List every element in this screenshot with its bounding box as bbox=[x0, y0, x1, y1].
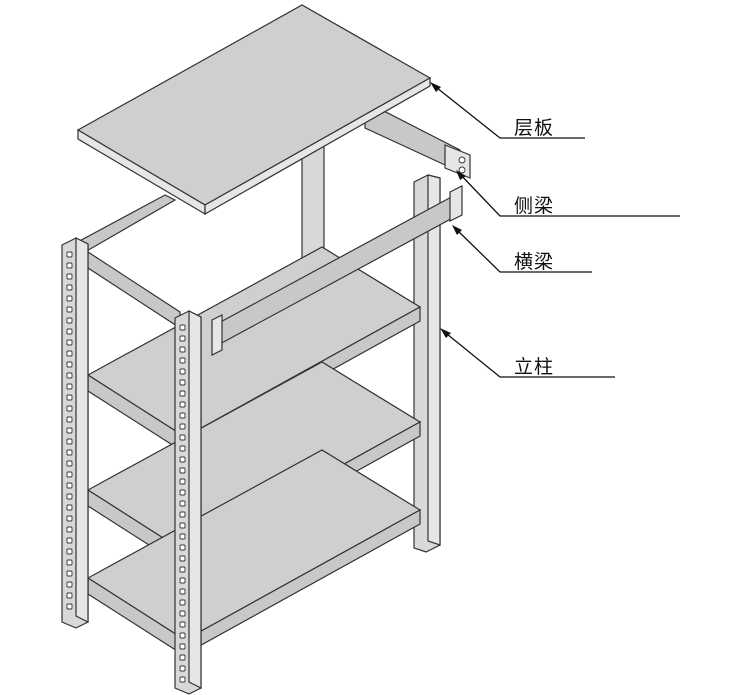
slot-hole bbox=[179, 632, 186, 639]
slot-hole bbox=[66, 251, 73, 258]
slot-hole bbox=[66, 295, 73, 302]
label-side-beam: 侧梁 bbox=[514, 195, 555, 217]
slot-hole bbox=[66, 449, 73, 456]
slot-hole bbox=[179, 599, 186, 606]
slot-hole bbox=[179, 588, 186, 595]
slot-hole bbox=[179, 676, 186, 683]
slot-hole bbox=[66, 537, 73, 544]
slot-hole bbox=[179, 346, 186, 353]
slot-hole bbox=[179, 643, 186, 650]
slot-hole bbox=[179, 522, 186, 529]
slot-hole bbox=[66, 548, 73, 555]
shelf-level-3 bbox=[86, 449, 422, 658]
slot-hole bbox=[179, 445, 186, 452]
slot-hole bbox=[66, 592, 73, 599]
side-beam-part bbox=[364, 107, 471, 179]
label-upright: 立柱 bbox=[514, 356, 555, 378]
slot-hole bbox=[179, 324, 186, 331]
back-right-upright bbox=[413, 174, 441, 553]
slot-hole bbox=[66, 493, 73, 500]
slot-hole bbox=[179, 621, 186, 628]
slot-hole bbox=[179, 379, 186, 386]
slot-hole bbox=[179, 357, 186, 364]
slot-hole bbox=[179, 412, 186, 419]
slot-hole bbox=[66, 350, 73, 357]
slot-hole bbox=[179, 368, 186, 375]
slot-hole bbox=[179, 654, 186, 661]
slot-hole bbox=[66, 405, 73, 412]
leader-cross-beam bbox=[453, 226, 592, 273]
slot-hole bbox=[66, 306, 73, 313]
slot-hole bbox=[179, 489, 186, 496]
slot-hole bbox=[66, 515, 73, 522]
slot-hole bbox=[179, 335, 186, 342]
slot-hole bbox=[66, 328, 73, 335]
slot-hole bbox=[179, 544, 186, 551]
slot-hole bbox=[66, 438, 73, 445]
slot-hole bbox=[66, 394, 73, 401]
arrow-icon bbox=[440, 328, 451, 338]
top-shelf-board bbox=[76, 4, 432, 216]
leader-lines bbox=[431, 83, 680, 378]
arrow-icon bbox=[456, 170, 466, 180]
slot-hole bbox=[66, 339, 73, 346]
slot-hole bbox=[179, 456, 186, 463]
slot-hole bbox=[66, 526, 73, 533]
leader-shelf-board bbox=[431, 83, 585, 139]
arrow-icon bbox=[452, 225, 462, 235]
slot-hole bbox=[179, 500, 186, 507]
slot-hole bbox=[179, 401, 186, 408]
label-cross-beam: 横梁 bbox=[514, 251, 555, 273]
slot-hole bbox=[179, 566, 186, 573]
arrowheads bbox=[430, 82, 466, 338]
slot-hole bbox=[179, 555, 186, 562]
front-right-upright bbox=[174, 310, 202, 695]
slot-hole bbox=[179, 478, 186, 485]
slot-hole bbox=[66, 416, 73, 423]
slot-hole bbox=[179, 467, 186, 474]
slot-hole bbox=[66, 482, 73, 489]
slot-hole bbox=[66, 372, 73, 379]
slot-hole bbox=[66, 460, 73, 467]
slot-hole bbox=[66, 262, 73, 269]
arrow-icon bbox=[430, 82, 441, 92]
top-left-side-beam bbox=[84, 248, 181, 330]
slot-hole bbox=[66, 603, 73, 610]
slot-hole bbox=[66, 427, 73, 434]
slot-hole bbox=[179, 423, 186, 430]
slot-hole bbox=[179, 533, 186, 540]
slot-hole bbox=[66, 284, 73, 291]
slot-hole bbox=[66, 383, 73, 390]
leader-upright bbox=[441, 329, 615, 378]
slot-hole bbox=[179, 390, 186, 397]
slot-hole bbox=[179, 577, 186, 584]
front-left-upright bbox=[61, 237, 89, 629]
slot-hole bbox=[66, 361, 73, 368]
slot-hole bbox=[66, 581, 73, 588]
slot-hole bbox=[66, 570, 73, 577]
slot-hole bbox=[179, 665, 186, 672]
slot-hole bbox=[179, 610, 186, 617]
slot-hole bbox=[66, 504, 73, 511]
slot-hole bbox=[179, 511, 186, 518]
slot-hole bbox=[66, 559, 73, 566]
leader-side-beam bbox=[457, 171, 680, 217]
label-shelf-board: 层板 bbox=[514, 117, 555, 139]
slot-hole bbox=[66, 471, 73, 478]
slot-hole bbox=[179, 434, 186, 441]
shelf-levels bbox=[86, 246, 422, 658]
slot-hole bbox=[66, 273, 73, 280]
cross-beam-part bbox=[211, 185, 463, 356]
slot-hole bbox=[66, 317, 73, 324]
